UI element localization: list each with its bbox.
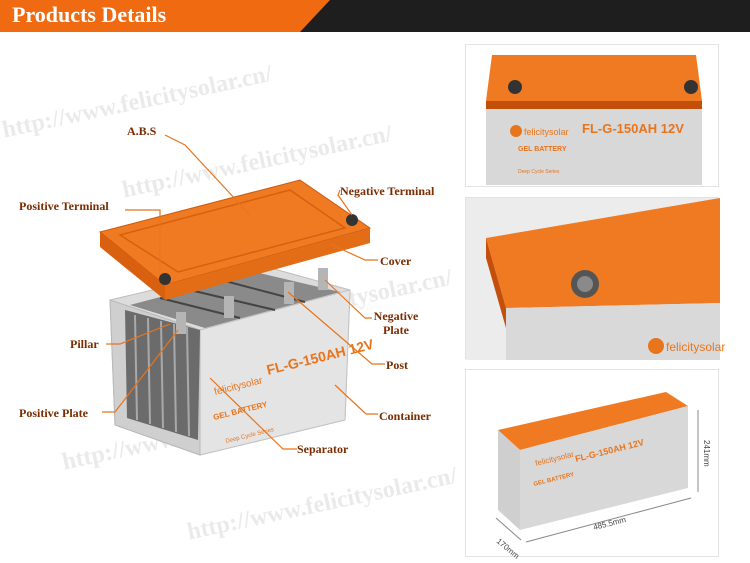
label-post: Post: [386, 358, 408, 372]
dim-height-text: 241mm: [702, 440, 711, 467]
label-positive-plate: Positive Plate: [19, 406, 88, 420]
dim-length-text: 485.5mm: [592, 515, 627, 532]
label-container: Container: [379, 409, 431, 423]
label-positive-terminal: Positive Terminal: [19, 199, 109, 213]
label-negative-plate: Negative Plate: [373, 309, 419, 337]
label-cover: Cover: [380, 254, 412, 268]
leader-lines: [102, 134, 385, 450]
closeup-brand-text: felicitysolar: [666, 340, 725, 354]
dim-width-text: 170mm: [495, 537, 521, 561]
battery-dimension-image: felicitysolar FL-G-150AH 12V GEL BATTERY…: [495, 392, 711, 561]
label-abs: A.B.S: [127, 124, 157, 138]
label-pillar: Pillar: [70, 337, 99, 351]
header-accent: [0, 0, 330, 32]
page-title: Products Details: [12, 2, 167, 27]
label-negative-terminal: Negative Terminal: [340, 184, 435, 198]
product-photo-dimensions: felicitysolar FL-G-150AH 12V GEL BATTERY…: [465, 369, 719, 561]
battery-closeup-image: felicitysolar: [466, 198, 725, 360]
photo-type-text: GEL BATTERY: [518, 146, 567, 153]
header-bar: Products Details: [0, 0, 750, 32]
battery-front-image: felicitysolar FL-G-150AH 12V GEL BATTERY…: [486, 55, 702, 185]
label-separator: Separator: [297, 442, 349, 456]
product-photo-front: felicitysolar FL-G-150AH 12V GEL BATTERY…: [465, 44, 719, 187]
product-photo-closeup: felicitysolar: [465, 197, 725, 360]
photo-subtitle-text: Deep Cycle Series: [518, 169, 560, 175]
photo-brand-text: felicitysolar: [524, 127, 569, 137]
photo-model-text: FL-G-150AH 12V: [582, 121, 684, 136]
